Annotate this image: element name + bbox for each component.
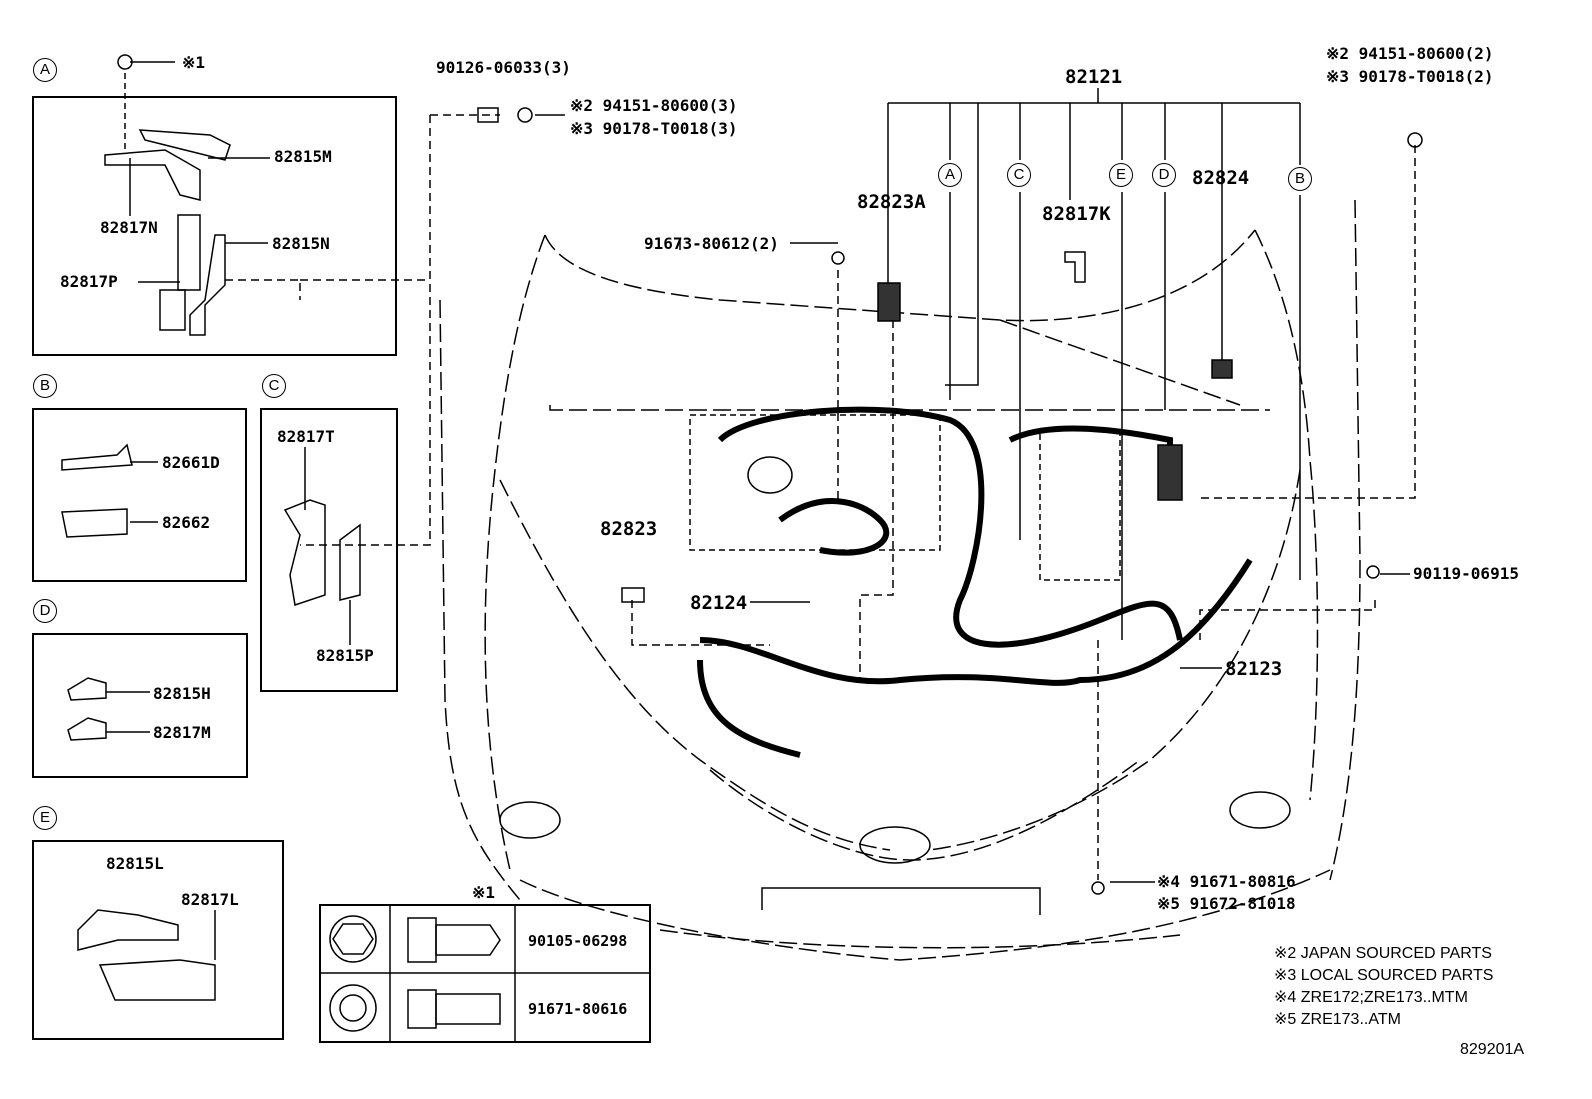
part-label: 82815P <box>316 646 374 665</box>
bolt-table-row: 91671-80616 <box>528 1000 628 1018</box>
part-label: 82815M <box>274 147 332 166</box>
part-label: 82815H <box>153 684 211 703</box>
note-line: ※2 JAPAN SOURCED PARTS <box>1274 945 1492 962</box>
group-marker-b: B <box>33 374 57 398</box>
bolt-91673-label: 91673-80612(2) <box>644 234 779 253</box>
right-nut-japan-label: ※2 94151-80600(2) <box>1326 44 1494 63</box>
part-82823-label: 82823 <box>600 518 658 540</box>
bolt-table-title: ※1 <box>472 883 496 902</box>
note-line: ※5 ZRE173..ATM <box>1274 1011 1401 1028</box>
part-82124-label: 82124 <box>690 592 748 614</box>
screw-label: 90126-06033(3) <box>436 58 571 77</box>
nut-japan-label: ※2 94151-80600(3) <box>570 96 738 115</box>
group-e-box <box>32 840 284 1040</box>
part-label: 82815L <box>106 854 164 873</box>
part-label: 82661D <box>162 453 220 472</box>
harness <box>621 251 1253 758</box>
car-body-outline <box>439 199 1361 961</box>
group-d-box <box>32 633 248 778</box>
diagram-id: 829201A <box>1460 1041 1525 1058</box>
harness-marker-d: D <box>1152 163 1176 187</box>
bolt-4-label: ※4 91671-80816 <box>1157 872 1296 891</box>
part-label: 82817L <box>181 890 239 909</box>
note-line: ※3 LOCAL SOURCED PARTS <box>1274 967 1494 984</box>
ref-mark-1: ※1 <box>182 53 206 72</box>
part-82824-label: 82824 <box>1192 167 1250 189</box>
group-marker-d: D <box>33 599 57 623</box>
group-b-box <box>32 408 247 582</box>
right-nut-local-label: ※3 90178-T0018(2) <box>1326 67 1494 86</box>
part-label: 82817M <box>153 723 211 742</box>
part-label: 82815N <box>272 234 330 253</box>
group-marker-a: A <box>33 58 57 82</box>
harness-marker-c: C <box>1007 163 1031 187</box>
harness-marker-e: E <box>1109 163 1133 187</box>
part-label: 82662 <box>162 513 211 532</box>
group-marker-c: C <box>262 374 286 398</box>
harness-marker-a: A <box>938 163 962 187</box>
bolt-90119-label: 90119-06915 <box>1413 564 1519 583</box>
note-line: ※4 ZRE172;ZRE173..MTM <box>1274 989 1468 1006</box>
bolt-table-row: 90105-06298 <box>528 932 628 950</box>
group-marker-e: E <box>33 806 57 830</box>
bolt-table <box>319 904 651 1043</box>
harness-82121-label: 82121 <box>1065 66 1123 88</box>
nut-local-label: ※3 90178-T0018(3) <box>570 119 738 138</box>
part-label: 82817N <box>100 218 158 237</box>
part-82823a-label: 82823A <box>857 191 926 213</box>
harness-marker-b: B <box>1288 167 1312 191</box>
group-c-box <box>260 408 398 692</box>
part-82123-label: 82123 <box>1225 658 1283 680</box>
group-a-parts <box>104 73 231 336</box>
part-82817k-label: 82817K <box>1042 203 1111 225</box>
part-label: 82817P <box>60 272 118 291</box>
part-label: 82817T <box>277 427 335 446</box>
bolt-5-label: ※5 91672-81018 <box>1157 894 1296 913</box>
group-a-box <box>32 96 397 356</box>
